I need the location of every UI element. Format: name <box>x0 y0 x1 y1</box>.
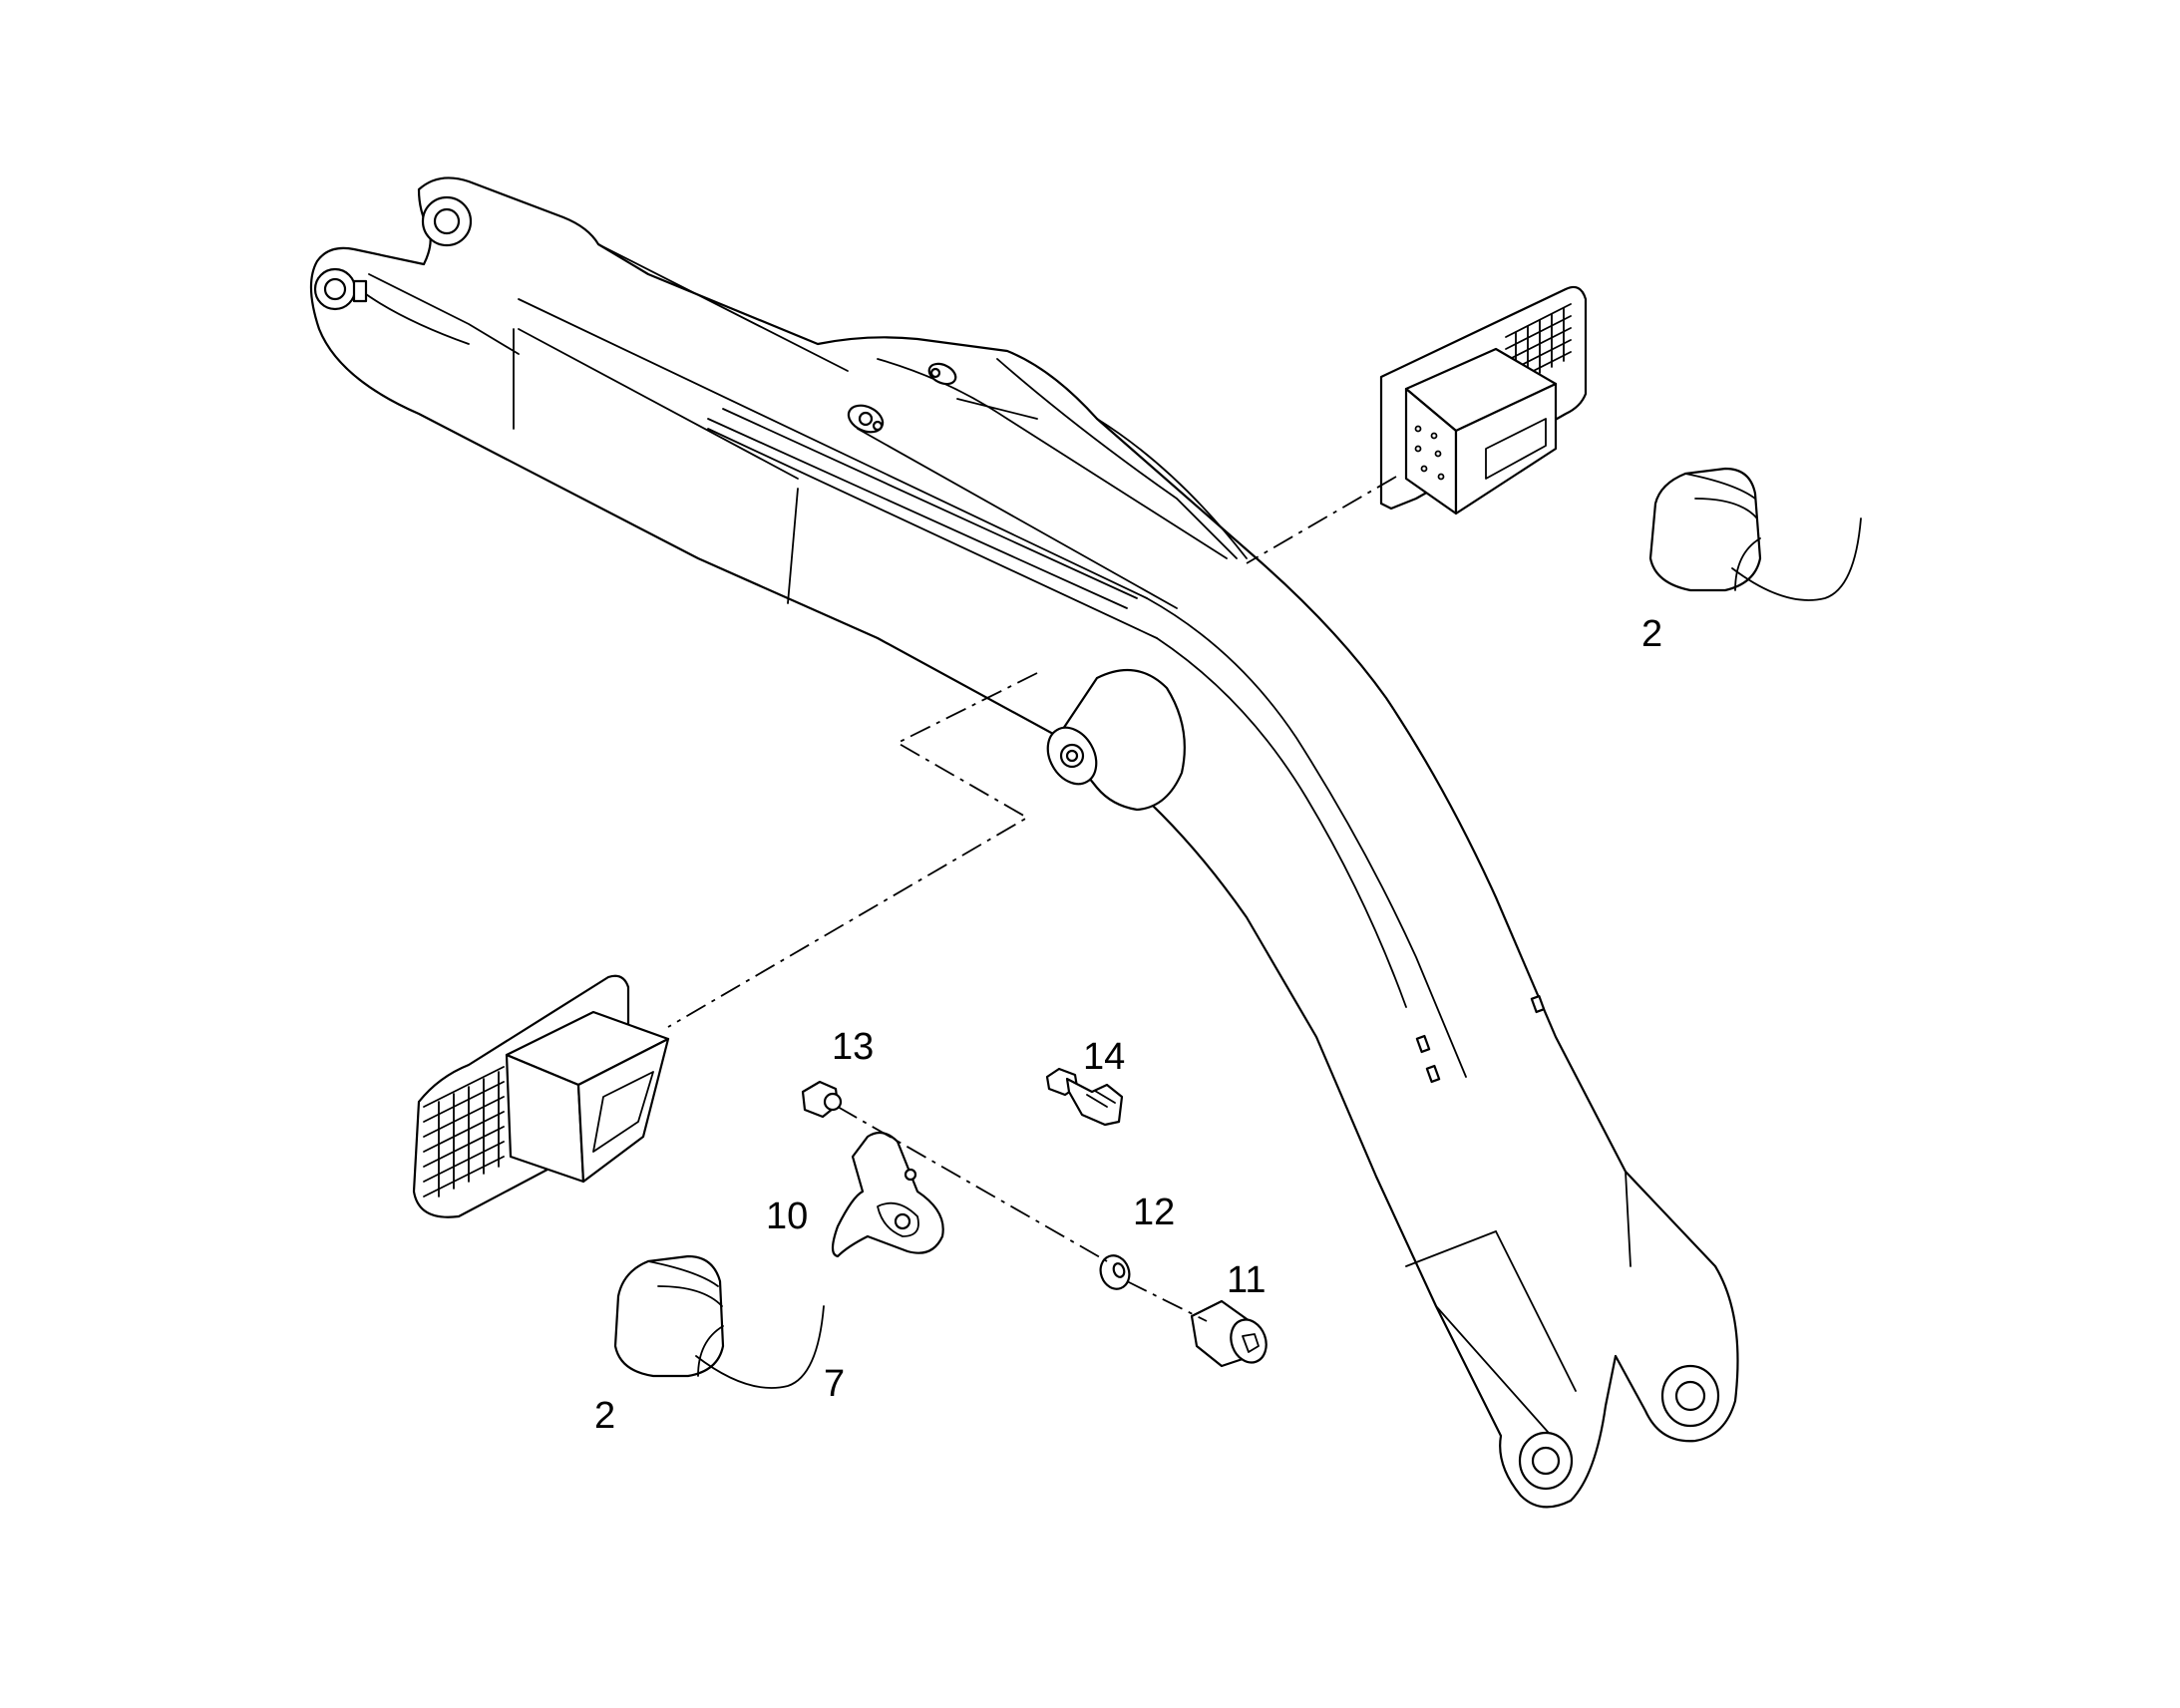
assembly-leaders <box>667 476 1397 1322</box>
grease-fitting <box>1045 1067 1124 1127</box>
bracket-grille-lower <box>423 1066 505 1197</box>
callout-13-nut: 13 <box>832 1026 874 1068</box>
cable-clamp <box>831 1131 944 1258</box>
washer <box>1099 1254 1131 1290</box>
lower-lamp-bracket <box>412 974 670 1218</box>
socket-screw <box>1190 1299 1268 1368</box>
callout-labels: 2 2 7 10 11 12 13 14 <box>594 613 1662 1437</box>
left-work-lamp <box>613 1254 825 1389</box>
upper-lamp-bracket <box>1379 285 1588 515</box>
bracket-grille-upper <box>1505 303 1572 386</box>
callout-11-screw: 11 <box>1227 1259 1266 1301</box>
callout-2-right-lamp: 2 <box>1641 613 1662 655</box>
callout-14-fitting: 14 <box>1083 1036 1125 1078</box>
callout-2-left-lamp: 2 <box>594 1395 615 1437</box>
right-work-lamp <box>1648 467 1862 601</box>
callout-12-washer: 12 <box>1133 1192 1175 1233</box>
boom-arm <box>309 176 1739 1509</box>
callout-10-clamp: 10 <box>766 1196 808 1237</box>
callout-7-cable: 7 <box>824 1363 845 1405</box>
hex-nut <box>801 1080 843 1119</box>
